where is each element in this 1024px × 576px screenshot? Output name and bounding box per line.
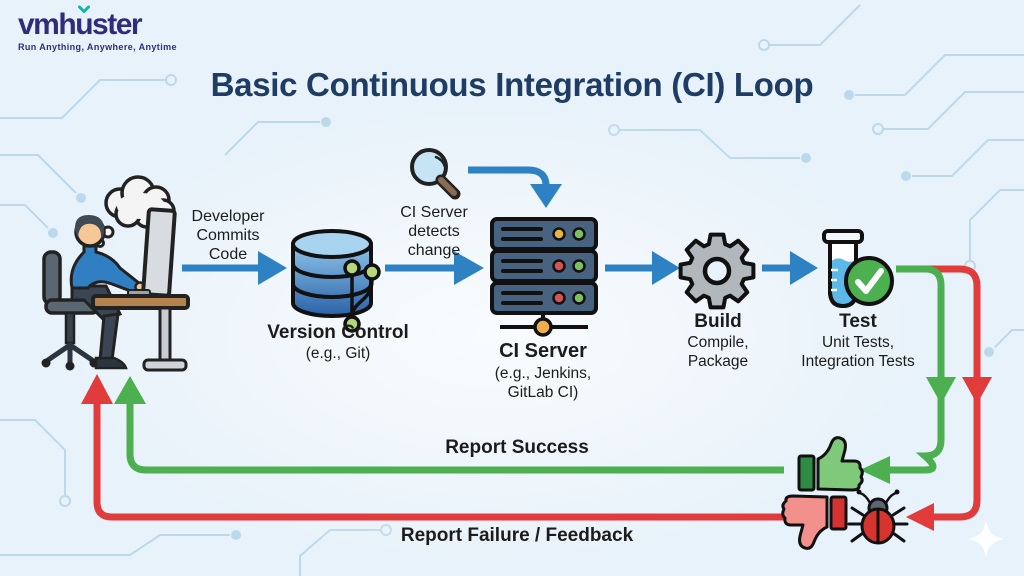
brand-prefix: vmh <box>18 8 77 41</box>
office-chair <box>41 250 100 371</box>
success-loop-arrowheads <box>114 376 956 484</box>
brand-suffix: ster <box>92 8 143 41</box>
report-failure-label: Report Failure / Feedback <box>400 525 634 546</box>
ci-server-title: CI Server <box>499 340 587 362</box>
sparkle-icon <box>968 520 1004 558</box>
ci-server-subtitle: (e.g., Jenkins, GitLab CI) <box>494 365 592 401</box>
brand-tagline: Run Anything, Anywhere, Anytime <box>18 42 177 52</box>
thumbs-down-icon <box>781 494 848 550</box>
git-branch-icon <box>343 259 381 333</box>
developer-illustration <box>41 175 190 372</box>
magnifier-icon <box>410 148 461 200</box>
thumbs-up-icon <box>797 436 864 492</box>
version-control-title: Version Control <box>267 322 409 343</box>
gear-icon <box>678 232 756 310</box>
flow-arrows <box>182 166 792 272</box>
flow-arrowheads <box>258 184 818 285</box>
bug-icon <box>847 489 909 545</box>
server-icon <box>490 217 598 337</box>
success-loop-arrow <box>126 265 945 474</box>
build-title: Build <box>694 311 742 332</box>
network-node <box>500 313 588 337</box>
version-control-subtitle: (e.g., Git) <box>305 345 371 362</box>
breve-accent-icon <box>77 5 90 13</box>
build-subtitle: Compile, Package <box>687 334 749 370</box>
commit-label: Developer Commits Code <box>191 208 265 264</box>
brand-accent-letter: u <box>75 8 93 41</box>
detect-label: CI Server detects change <box>400 204 468 260</box>
page-title: Basic Continuous Integration (CI) Loop <box>210 66 814 103</box>
failure-loop-arrowheads <box>81 374 992 531</box>
test-title: Test <box>839 311 877 332</box>
report-success-label: Report Success <box>445 437 589 458</box>
check-circle-icon <box>844 256 894 306</box>
test-subtitle: Unit Tests, Integration Tests <box>801 334 915 370</box>
desk-and-monitor <box>91 207 190 372</box>
